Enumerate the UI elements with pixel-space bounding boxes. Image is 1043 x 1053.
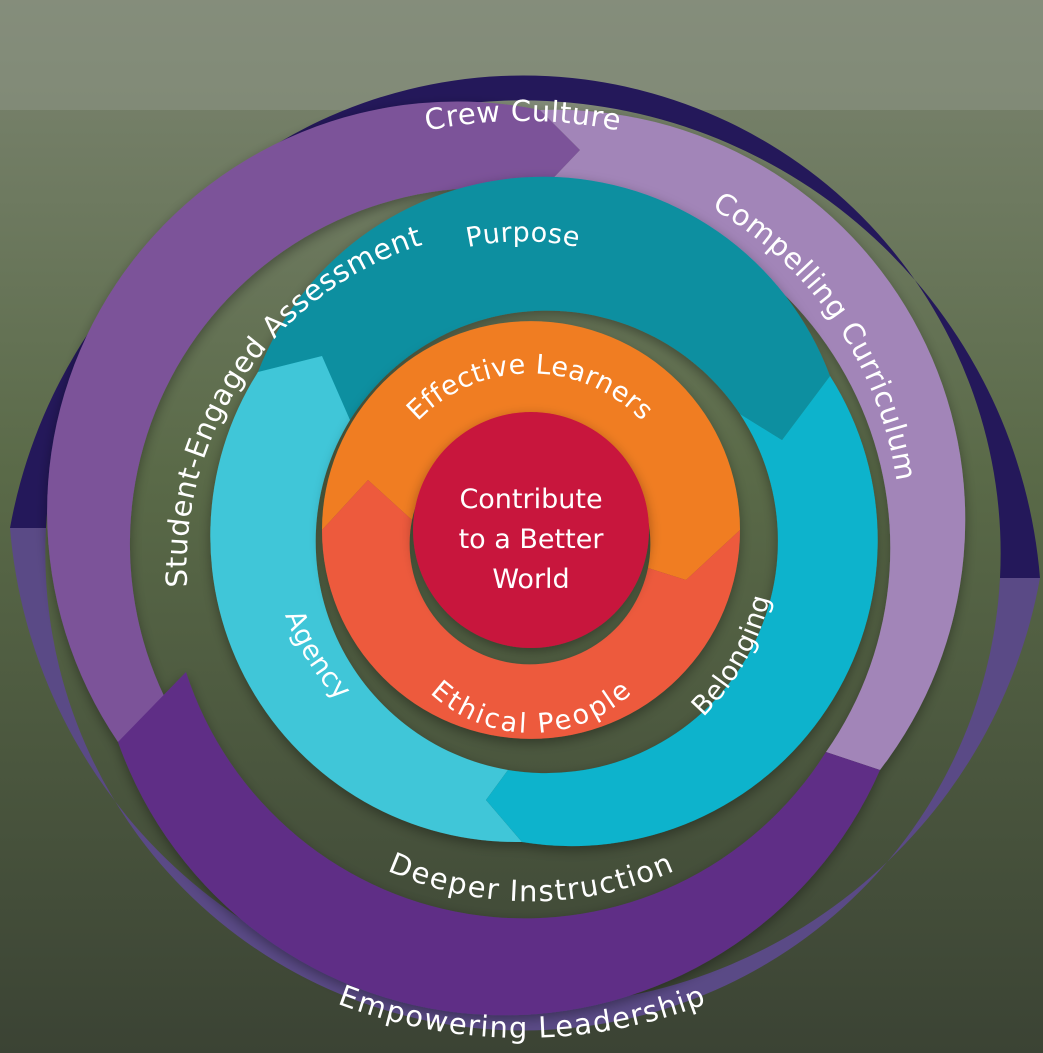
ring-fourth-top-segment: [322, 321, 740, 580]
label-purpose: Purpose: [463, 217, 582, 254]
ring-second-left-segment: [47, 101, 581, 743]
ring-second-right-segment: [540, 109, 966, 771]
ring-third-top-segment: [258, 176, 830, 440]
center-line-1: Contribute: [459, 484, 602, 515]
center-line-2: to a Better: [459, 524, 605, 555]
ring-fourth-bottom-segment: [322, 480, 740, 739]
ring-third-right-segment: [486, 376, 878, 847]
ring-third-left-segment: [210, 356, 522, 843]
center-disc: [413, 412, 649, 648]
ring-second-bottom-segment: [118, 672, 880, 1016]
center-line-3: World: [492, 564, 569, 595]
